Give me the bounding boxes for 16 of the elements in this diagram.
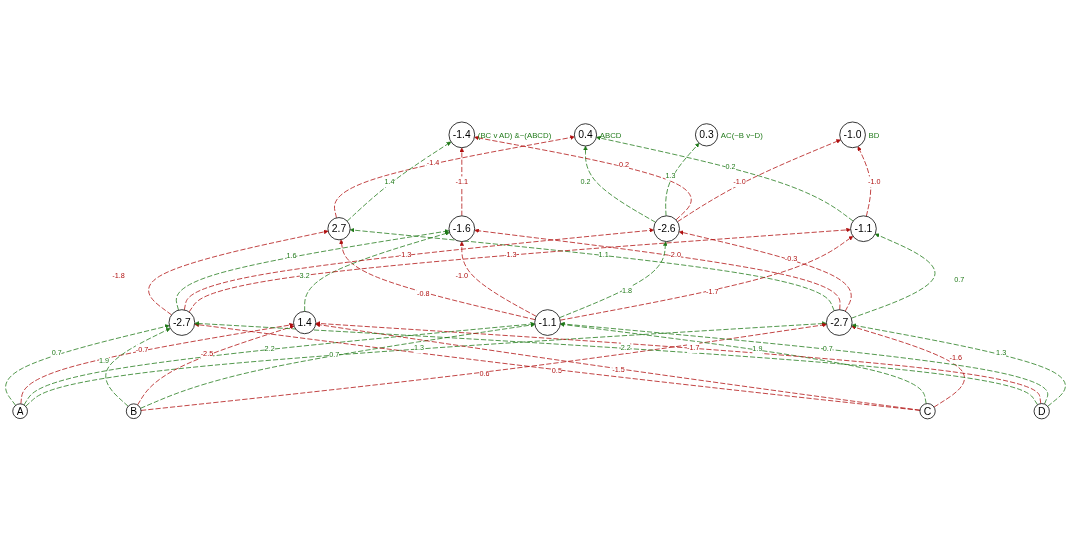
node-circle: B <box>125 403 142 419</box>
node-circle: -2.6 <box>653 215 680 242</box>
node-circle: -1.1 <box>850 215 877 242</box>
node-circle: -2.7 <box>826 309 853 336</box>
node-circle: -1.1 <box>534 309 561 336</box>
node-circle: -1.4 <box>448 121 476 149</box>
node-circle: C <box>919 403 936 420</box>
node-circle: -1.0 <box>839 121 866 149</box>
node-circle: A <box>12 403 28 419</box>
node-circle: -2.7 <box>168 309 196 336</box>
node-circle: -1.6 <box>448 215 476 242</box>
node-circle: 0.4 <box>573 123 597 147</box>
node-circle: 0.3 <box>695 123 719 147</box>
node-circle: 2.7 <box>327 217 351 241</box>
node-circle: 1.4 <box>293 311 317 335</box>
node-circle: D <box>1033 403 1050 420</box>
